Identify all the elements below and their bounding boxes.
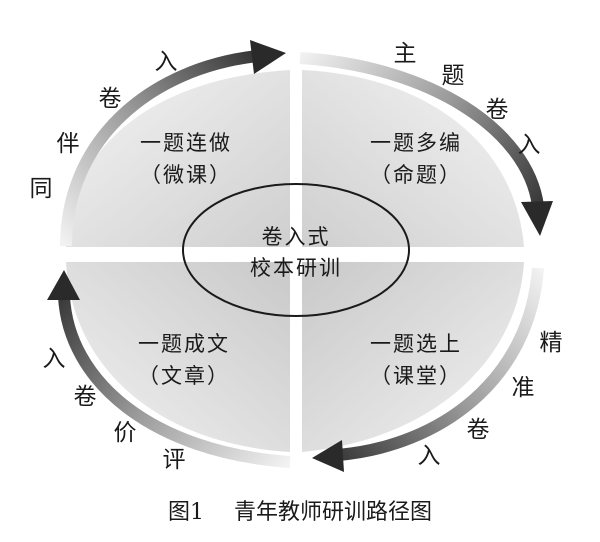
arc-label-char: 卷 — [467, 417, 490, 443]
figure-title: 青年教师研训路径图 — [233, 500, 432, 525]
arrowhead-theme-involvement — [521, 201, 553, 236]
quadrant-top-left-line1: 一题连做 — [140, 131, 232, 155]
center-ellipse — [182, 183, 410, 317]
quadrant-bottom-left-line1: 一题成文 — [138, 332, 230, 356]
quadrant-bottom-left-line2: （文章） — [138, 364, 230, 388]
arc-label-char: 卷 — [74, 384, 97, 410]
quadrant-top-right-line1: 一题多编 — [370, 131, 462, 155]
figure-caption: 图1 青年教师研训路径图 — [0, 494, 600, 526]
quadrant-top-right-panel — [302, 70, 524, 247]
arc-label-char: 卷 — [99, 86, 122, 112]
arc-label-char: 评 — [163, 447, 186, 473]
arc-label-char: 入 — [155, 49, 178, 75]
arc-label-char: 主 — [394, 41, 417, 67]
arc-precision-involvement — [337, 267, 544, 461]
quadrant-bottom-right-line1: 一题选上 — [370, 332, 462, 356]
quadrant-bottom-left-panel — [66, 262, 290, 452]
center-label-line1: 卷入式 — [262, 225, 331, 249]
arc-label-char: 题 — [442, 63, 465, 89]
quadrant-top-left-line2: （微课） — [140, 163, 232, 187]
arc-label-char: 卷 — [486, 97, 509, 123]
center-label-line2: 校本研训 — [250, 256, 342, 280]
arc-evaluation-involvement — [58, 295, 291, 468]
arc-label-char: 准 — [512, 375, 535, 401]
arrowhead-precision-involvement — [312, 440, 344, 472]
arc-theme-involvement — [299, 52, 544, 207]
arc-peer-involvement — [60, 50, 259, 247]
quadrant-top-left-panel — [66, 70, 290, 247]
quadrant-top-right-line2: （命题） — [370, 163, 462, 187]
arc-label-char: 价 — [114, 420, 137, 446]
arc-label-char: 伴 — [57, 131, 80, 157]
quadrant-bottom-right-panel — [302, 262, 524, 452]
arc-label-char: 入 — [43, 346, 66, 372]
arrowhead-peer-involvement — [250, 40, 286, 74]
arc-label-char: 同 — [30, 176, 53, 202]
quadrant-bottom-right-line2: （课堂） — [370, 364, 462, 388]
arc-label-char: 入 — [518, 132, 541, 158]
arc-label-char: 入 — [418, 443, 441, 469]
figure-number: 图1 — [167, 500, 204, 525]
arrowhead-evaluation-involvement — [47, 270, 80, 300]
arc-label-char: 精 — [540, 330, 563, 356]
